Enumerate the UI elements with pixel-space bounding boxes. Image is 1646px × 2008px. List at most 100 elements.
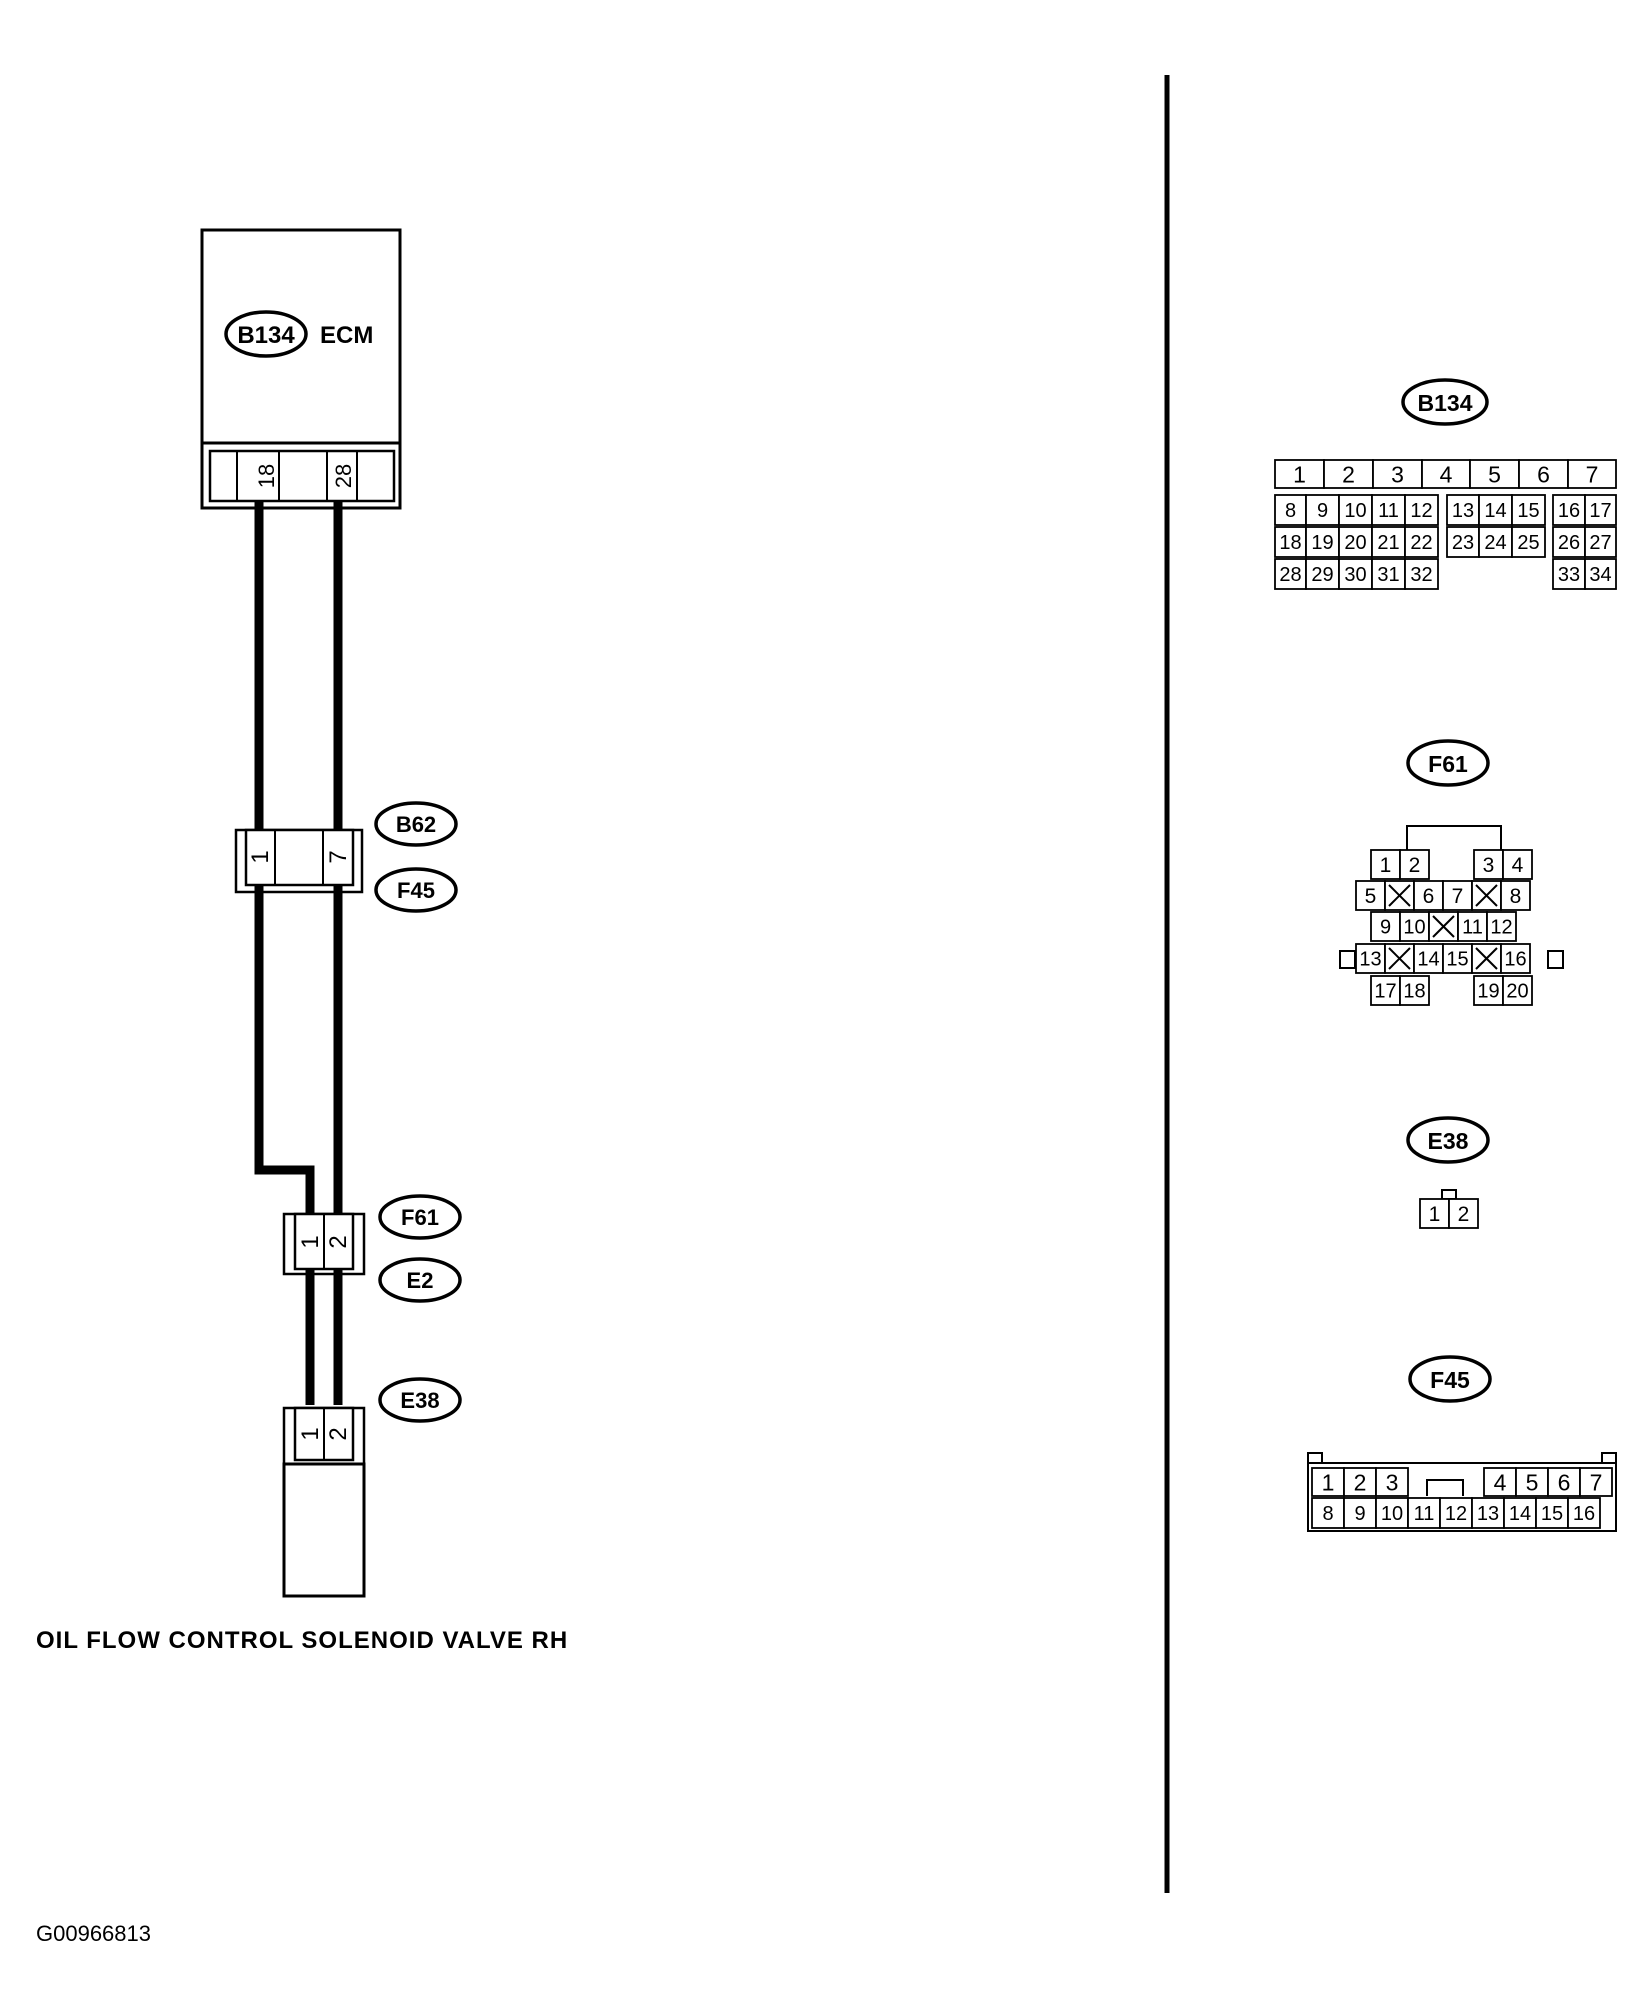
pin-cell: 6 bbox=[1413, 880, 1444, 911]
svg-text:14: 14 bbox=[1484, 500, 1506, 522]
svg-text:26: 26 bbox=[1558, 532, 1580, 554]
pin-cell: 13 bbox=[1471, 1497, 1505, 1529]
svg-text:3: 3 bbox=[1386, 1469, 1399, 1495]
pin-cell: 15 bbox=[1442, 943, 1473, 974]
connector-label-e2: E2 bbox=[407, 1268, 434, 1293]
svg-text:15: 15 bbox=[1517, 500, 1539, 522]
svg-text:19: 19 bbox=[1477, 981, 1499, 1003]
pin-cell: 8 bbox=[1311, 1497, 1345, 1529]
pin-cell: 19 bbox=[1473, 975, 1504, 1006]
pin-cell: 1 bbox=[1311, 1467, 1345, 1497]
svg-text:25: 25 bbox=[1517, 532, 1539, 554]
pin-cell: 2 bbox=[1323, 459, 1374, 489]
pin-cell: 13 bbox=[1446, 494, 1480, 526]
connector-tag-e2 bbox=[378, 1257, 462, 1303]
connector-tag-f45 bbox=[374, 867, 458, 913]
svg-text:22: 22 bbox=[1410, 532, 1432, 554]
pin-cell: 12 bbox=[1439, 1497, 1473, 1529]
pin-cell: 7 bbox=[1442, 880, 1473, 911]
pin-cell: 6 bbox=[1547, 1467, 1581, 1497]
pin-cell: 34 bbox=[1584, 558, 1617, 590]
pin-cell: 1 bbox=[1419, 1198, 1450, 1229]
pin-cell: 5 bbox=[1355, 880, 1386, 911]
svg-text:31: 31 bbox=[1377, 564, 1399, 586]
connector-latch bbox=[1547, 950, 1564, 969]
svg-text:15: 15 bbox=[1446, 949, 1468, 971]
joint-upper-pin-7: 7 bbox=[325, 850, 352, 863]
pin-cell: 26 bbox=[1552, 526, 1586, 558]
svg-text:5: 5 bbox=[1488, 461, 1501, 487]
ecm-pin-28: 28 bbox=[331, 464, 356, 488]
pin-cell: 32 bbox=[1404, 558, 1439, 590]
svg-text:16: 16 bbox=[1504, 949, 1526, 971]
pin-cell: 16 bbox=[1567, 1497, 1601, 1529]
joint-upper-pin-1: 1 bbox=[247, 850, 274, 863]
pin-cell: 4 bbox=[1421, 459, 1471, 489]
svg-text:12: 12 bbox=[1490, 917, 1512, 939]
pin-cell: 14 bbox=[1478, 494, 1513, 526]
connector-tag-e38 bbox=[378, 1377, 462, 1423]
svg-text:16: 16 bbox=[1558, 500, 1580, 522]
pin-cell: 16 bbox=[1500, 943, 1531, 974]
pin-cell: 23 bbox=[1446, 526, 1480, 558]
pin-cell: 13 bbox=[1355, 943, 1386, 974]
pin-cell: 14 bbox=[1413, 943, 1444, 974]
pin-cell: 28 bbox=[1274, 558, 1307, 590]
pin-cell: 31 bbox=[1371, 558, 1406, 590]
pin-cell: 16 bbox=[1552, 494, 1586, 526]
svg-text:14: 14 bbox=[1417, 949, 1439, 971]
svg-text:6: 6 bbox=[1537, 461, 1550, 487]
pin-cell: 4 bbox=[1502, 849, 1533, 880]
pin-cell: 12 bbox=[1486, 911, 1517, 942]
svg-text:33: 33 bbox=[1558, 564, 1580, 586]
pin-cell: 10 bbox=[1399, 911, 1430, 942]
ecm-name-label: ECM bbox=[320, 322, 373, 349]
svg-text:34: 34 bbox=[1589, 564, 1611, 586]
svg-text:1: 1 bbox=[1322, 1469, 1335, 1495]
svg-text:5: 5 bbox=[1365, 885, 1377, 908]
pin-cell: 11 bbox=[1371, 494, 1406, 526]
pin-cell: 24 bbox=[1478, 526, 1513, 558]
svg-text:10: 10 bbox=[1344, 500, 1366, 522]
svg-text:12: 12 bbox=[1410, 500, 1432, 522]
svg-text:7: 7 bbox=[1586, 461, 1599, 487]
svg-text:9: 9 bbox=[1380, 917, 1391, 939]
svg-text:9: 9 bbox=[1354, 1503, 1365, 1525]
pin-cell: 3 bbox=[1473, 849, 1504, 880]
pin-cell: 9 bbox=[1343, 1497, 1377, 1529]
pin-cell: 18 bbox=[1399, 975, 1430, 1006]
joint-lower-pin-2: 2 bbox=[325, 1235, 352, 1248]
connector-view-tag-e38 bbox=[1406, 1116, 1490, 1164]
svg-text:21: 21 bbox=[1377, 532, 1399, 554]
pin-cell: 9 bbox=[1370, 911, 1401, 942]
pin-cell: 3 bbox=[1375, 1467, 1409, 1497]
pin-cell: 15 bbox=[1511, 494, 1546, 526]
svg-text:3: 3 bbox=[1391, 461, 1404, 487]
svg-text:3: 3 bbox=[1483, 854, 1495, 877]
solenoid-pin-1: 1 bbox=[297, 1427, 324, 1440]
svg-text:8: 8 bbox=[1510, 885, 1522, 908]
svg-text:8: 8 bbox=[1285, 500, 1296, 522]
connector-label-f61: F61 bbox=[401, 1205, 439, 1230]
pin-cell: 11 bbox=[1407, 1497, 1441, 1529]
connector-view-label-e38: E38 bbox=[1428, 1128, 1469, 1154]
connector-view-tag-f61 bbox=[1406, 739, 1490, 787]
svg-text:2: 2 bbox=[1458, 1203, 1470, 1226]
svg-text:1: 1 bbox=[1429, 1203, 1441, 1226]
svg-text:32: 32 bbox=[1410, 564, 1432, 586]
connector-label-b62: B62 bbox=[396, 812, 436, 837]
pin-cell: 9 bbox=[1305, 494, 1340, 526]
pin-cell: 6 bbox=[1518, 459, 1569, 489]
solenoid-valve: 1 2 E38 bbox=[282, 1377, 462, 1598]
pin-cell: 20 bbox=[1338, 526, 1373, 558]
joint-lower-pin-1: 1 bbox=[297, 1235, 324, 1248]
pin-cell: 2 bbox=[1399, 849, 1430, 880]
pin-cell: 12 bbox=[1404, 494, 1439, 526]
pin-cell: 7 bbox=[1567, 459, 1617, 489]
svg-text:10: 10 bbox=[1403, 917, 1425, 939]
pin-cell: 25 bbox=[1511, 526, 1546, 558]
